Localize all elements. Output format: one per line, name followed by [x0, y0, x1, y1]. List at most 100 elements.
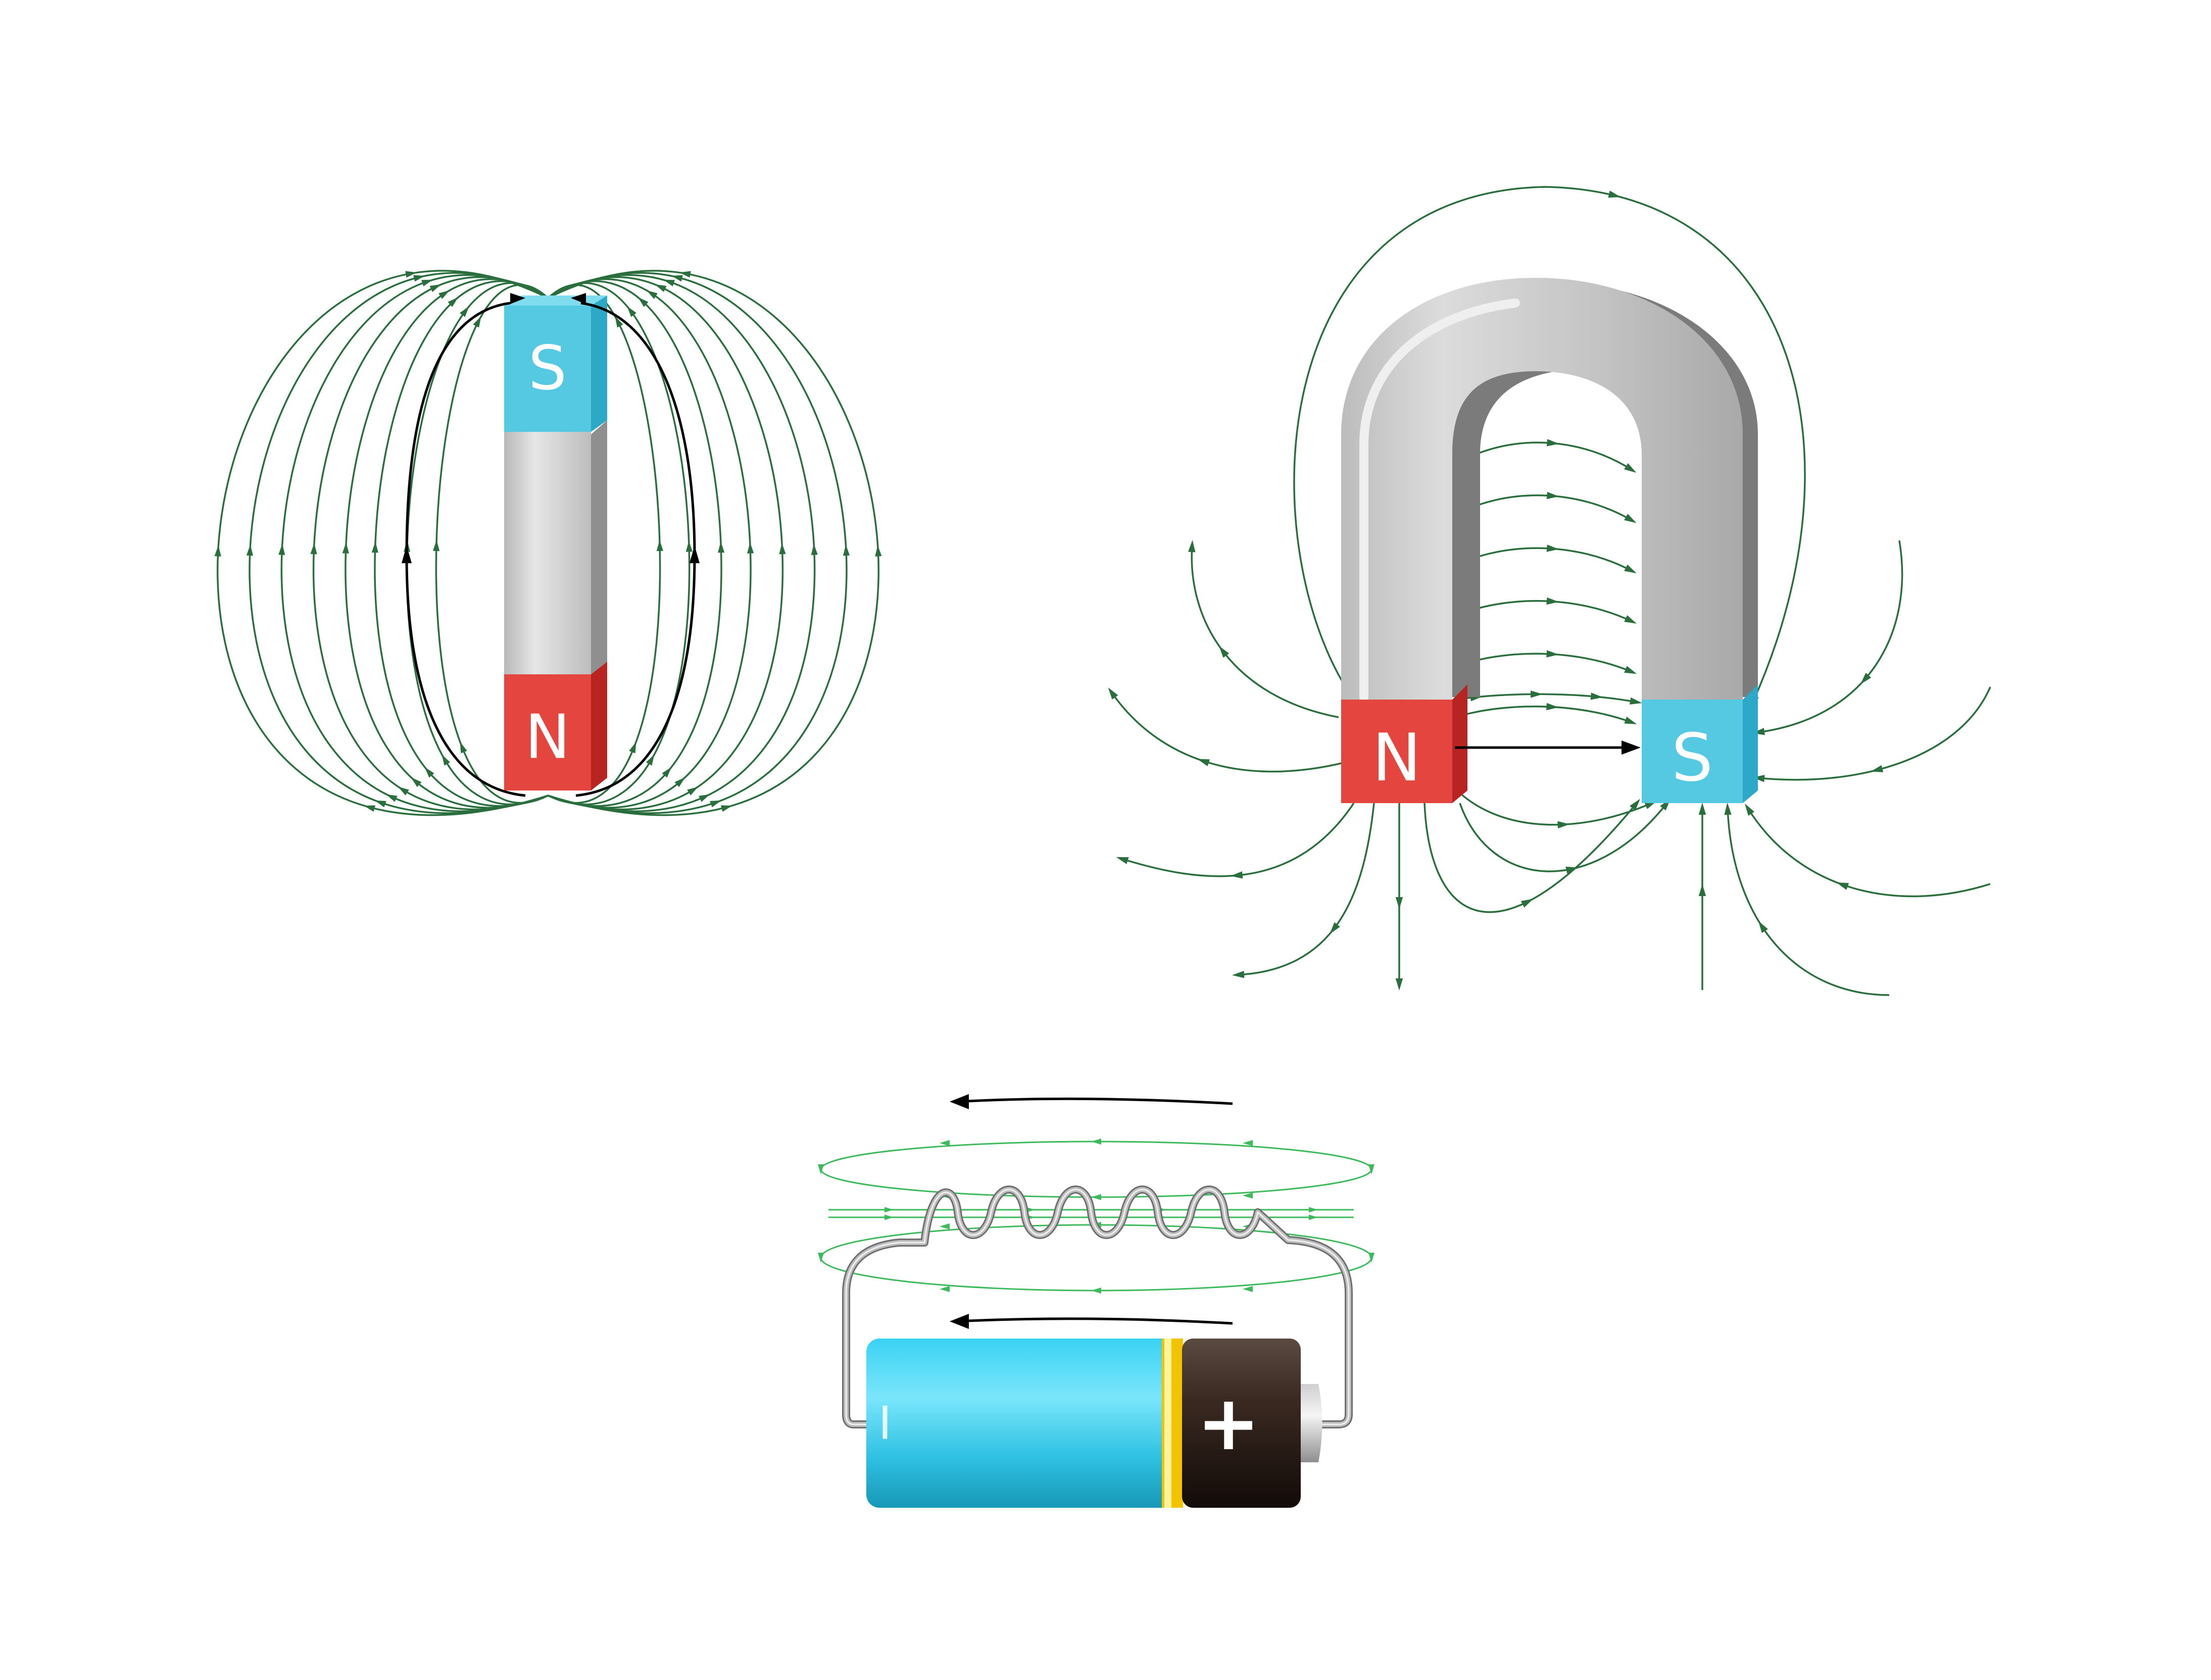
bar-field-arrow [679, 271, 691, 278]
bar-field-arrow [747, 542, 754, 554]
coil-field-arrow [940, 1140, 950, 1146]
current-arrowhead-bottom [950, 1314, 969, 1329]
current-arrow-top [967, 1097, 1233, 1105]
horseshoe-field-arrow [1624, 666, 1637, 674]
bar-field-arrow [779, 543, 786, 555]
horseshoe-magnet: N S [1341, 278, 1758, 803]
bar-field-arrow [413, 275, 425, 282]
bar-field-arrow [429, 284, 441, 292]
bar-field-line [548, 278, 752, 809]
horseshoe-field-line [1757, 686, 1991, 781]
bar-field-arrow [473, 316, 481, 328]
horseshoe-field-arrow [1698, 884, 1706, 896]
bar-field-arrow [811, 543, 818, 555]
bar-field-arrow [615, 316, 623, 328]
horseshoe-field-arrow [1624, 615, 1637, 624]
bar-field-arrow [663, 279, 675, 286]
bar-field-arrow [629, 742, 636, 754]
horseshoe-north-label: N [1372, 719, 1421, 796]
horseshoe-field-arrow [1232, 971, 1245, 978]
bar-magnet-south-label: S [528, 334, 567, 404]
bar-magnet-north-label: N [525, 703, 570, 773]
bar-magnet-south-pole [504, 306, 591, 432]
battery-negative-body [866, 1339, 1174, 1508]
horseshoe-field-arrow [1565, 866, 1579, 874]
bar-field-arrow [671, 275, 683, 282]
battery: + I [866, 1339, 1322, 1508]
horseshoe-field-arrow [1546, 491, 1559, 500]
bar-inner-arrow-left [402, 546, 412, 563]
coil-field-arrow [940, 1223, 950, 1229]
horseshoe-field-line [1454, 693, 1637, 703]
horseshoe-field-arrow [1546, 650, 1559, 658]
horseshoe-field-arrow [1752, 775, 1765, 782]
horseshoe-field-arrow [1590, 693, 1603, 700]
horseshoe-magnet-diagram: N S [1108, 186, 1991, 996]
horseshoe-field-arrow [1860, 672, 1872, 684]
bar-field-arrow [646, 290, 658, 299]
horseshoe-field-arrow [1546, 439, 1559, 447]
horseshoe-field-arrow [1758, 921, 1768, 933]
bar-field-arrow [843, 544, 850, 556]
coil-field-arrow [818, 1253, 824, 1263]
horseshoe-field-line [1454, 441, 1632, 471]
battery-positive-label: + [1197, 1379, 1260, 1467]
bar-magnet-diagram: S N [214, 270, 882, 816]
bar-field-arrow [364, 805, 376, 812]
horseshoe-field-arrow [1395, 978, 1403, 991]
horseshoe-field-arrow [1546, 597, 1559, 605]
bar-field-arrow [411, 777, 422, 787]
battery-positive-body [1182, 1339, 1301, 1508]
horseshoe-field-arrow [1230, 871, 1243, 879]
horseshoe-field-line [1293, 186, 1806, 703]
horseshoe-field-line [1121, 803, 1355, 877]
horseshoe-field-line [1454, 547, 1632, 572]
horseshoe-field-arrow [1629, 697, 1642, 705]
horseshoe-field-arrow [1871, 765, 1884, 772]
coil-field-arrow [1243, 1140, 1253, 1146]
bar-inner-arrow-top-right [571, 293, 586, 304]
battery-gold-band-light [1164, 1339, 1171, 1508]
horseshoe-gap-arrowhead [1622, 740, 1641, 755]
horseshoe-field-arrow [1108, 687, 1118, 700]
horseshoe-field-line [1459, 802, 1668, 872]
bar-field-line [548, 270, 880, 816]
bar-field-arrow [424, 767, 434, 778]
bar-field-arrow [438, 290, 450, 299]
coil-field-arrow [1091, 1288, 1101, 1294]
bar-magnet-body [504, 432, 591, 674]
horseshoe-highlight [1359, 299, 1520, 702]
bar-field-arrow [646, 754, 655, 766]
horseshoe-south-pole [1642, 700, 1743, 803]
horseshoe-field-arrow [1546, 545, 1559, 552]
horseshoe-field-arrow [1624, 564, 1637, 574]
bar-magnet-north-side [591, 662, 607, 790]
bar-field-arrow [246, 544, 254, 556]
bar-magnet-north-pole [504, 674, 591, 790]
bar-field-line [548, 280, 722, 807]
bar-field-arrow [433, 539, 440, 551]
horseshoe-field-arrow [1546, 703, 1559, 711]
horseshoe-south-side [1743, 684, 1758, 803]
bar-field-arrow [685, 540, 693, 552]
coil-field-arrow [1309, 1214, 1318, 1220]
horseshoe-field-arrow [1188, 540, 1196, 553]
horseshoe-field-line [1454, 495, 1632, 521]
bar-field-arrow [405, 271, 417, 278]
horseshoe-field-arrow [1624, 716, 1637, 724]
horseshoe-field-arrow [1836, 882, 1849, 890]
horseshoe-field-line [1423, 802, 1638, 913]
bar-magnet: S N [504, 295, 607, 790]
horseshoe-field-line [1757, 540, 1903, 733]
coil-field-loop [820, 1224, 1372, 1292]
bar-field-arrow [460, 306, 469, 317]
coil-field-arrow [1368, 1253, 1374, 1263]
horseshoe-north-side [1452, 684, 1467, 803]
bar-field-arrow [441, 754, 451, 766]
bar-field-arrow [386, 794, 398, 802]
coil-field-arrow [1243, 1286, 1253, 1292]
coil-field-lines [818, 1139, 1374, 1294]
coil-field-arrow [818, 1164, 824, 1174]
bar-field-line [345, 278, 549, 809]
